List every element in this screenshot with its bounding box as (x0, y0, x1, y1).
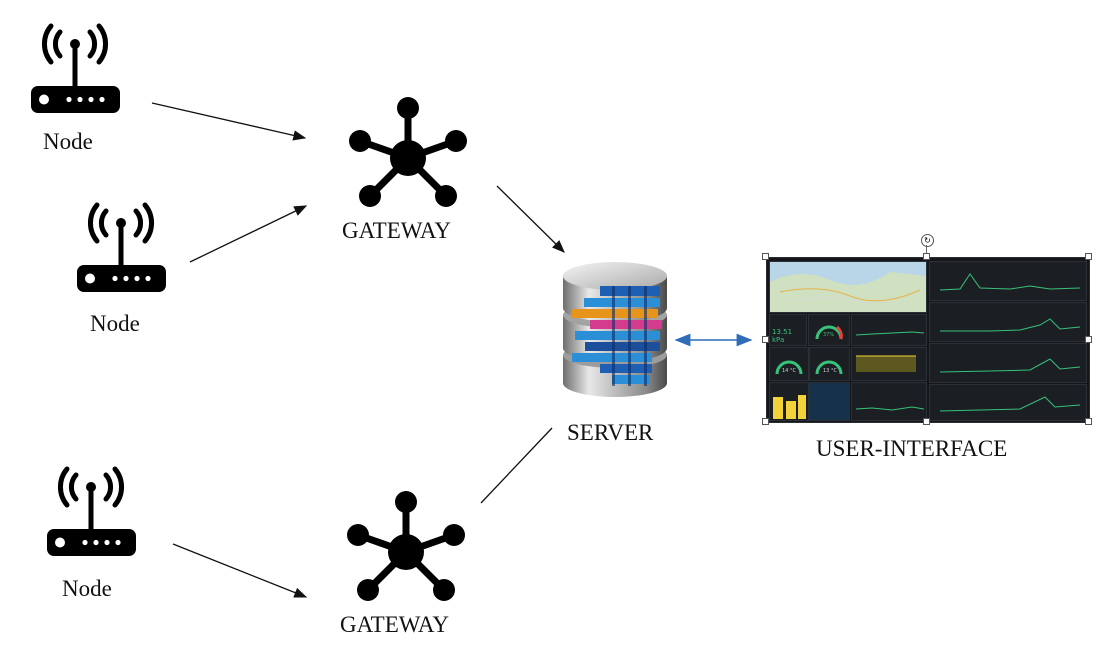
graph-panel (929, 384, 1087, 421)
gateway-label: GATEWAY (340, 612, 450, 637)
gauge-value: 14 °C (782, 368, 796, 374)
gauge-panel: 14 °C (769, 347, 809, 381)
resize-handle[interactable] (762, 418, 769, 425)
resize-handle[interactable] (1085, 253, 1092, 260)
arrow-node2-to-gateway1 (189, 205, 308, 263)
node-label: Node (62, 576, 112, 601)
arrow-node3-to-gateway2 (172, 543, 308, 598)
gateway-hub-icon (347, 491, 465, 601)
gauge-panel: 13 °C (809, 347, 850, 381)
graph-panel (851, 382, 927, 421)
stat-panel (809, 382, 850, 421)
router-icon (31, 23, 120, 113)
rotate-handle-icon[interactable]: ↻ (921, 234, 934, 247)
resize-handle[interactable] (923, 253, 930, 260)
resize-handle[interactable] (923, 418, 930, 425)
line-gateway2-to-server (480, 427, 553, 504)
gateway-hub-icon (349, 97, 467, 207)
arrow-gateway1-to-server (496, 185, 565, 253)
gateway-label: GATEWAY (342, 218, 452, 243)
resize-handle[interactable] (762, 336, 769, 343)
stat-panel: 13.51 kPa (769, 314, 807, 346)
graph-panel (929, 302, 1087, 342)
stat-value: 13.51 kPa (772, 328, 793, 344)
gauge-panel: 37% (808, 314, 850, 346)
router-icon (77, 202, 166, 292)
resize-handle[interactable] (1085, 418, 1092, 425)
resize-handle[interactable] (1085, 336, 1092, 343)
arrow-node1-to-gateway1 (151, 102, 307, 141)
graph-panel (851, 347, 927, 381)
gauge-value: 13 °C (823, 368, 837, 374)
node-label: Node (90, 311, 140, 336)
server-label: SERVER (567, 420, 654, 445)
bar-panel (769, 382, 809, 421)
rotate-handle-stem (926, 245, 927, 257)
gauge-value: 37% (823, 332, 835, 338)
graph-panel (851, 314, 927, 346)
graph-panel (929, 261, 1087, 301)
graph-panel (929, 343, 1087, 383)
dashboard-thumbnail: 13.51 kPa 37% 14 °C 13 °C (766, 257, 1090, 423)
node-label: Node (43, 129, 93, 154)
map-panel (769, 261, 927, 313)
resize-handle[interactable] (762, 253, 769, 260)
user-interface-label: USER-INTERFACE (816, 436, 1008, 461)
router-icon (47, 466, 136, 556)
database-server-icon (563, 262, 667, 397)
